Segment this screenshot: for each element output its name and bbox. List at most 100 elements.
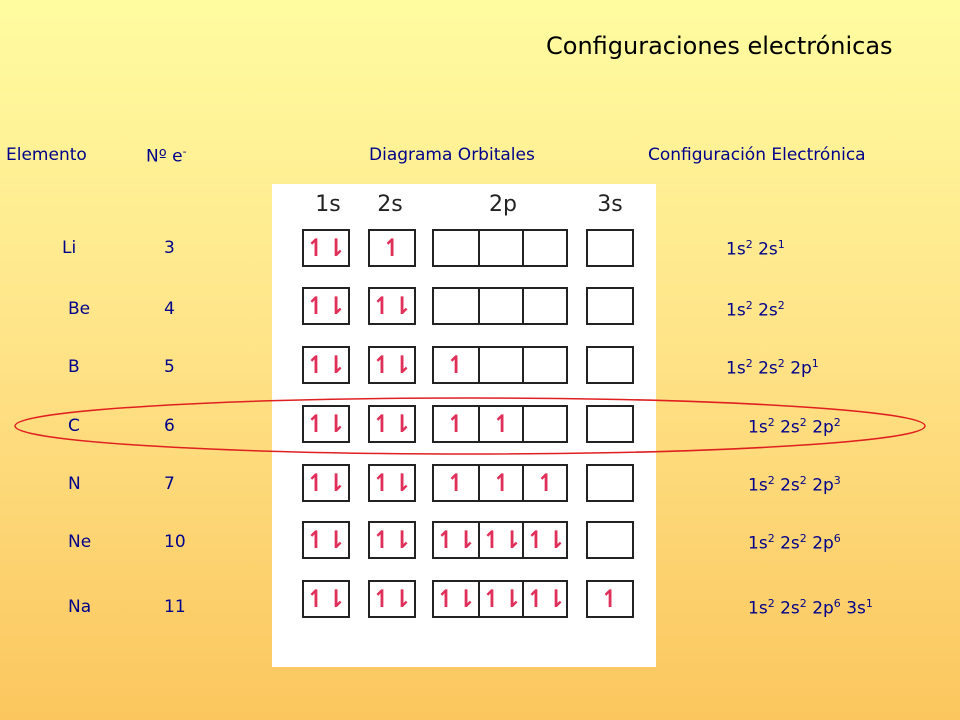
orbital-box-2s: ↿ <box>368 229 416 267</box>
electron-arrows <box>522 231 568 265</box>
orbital-box-1s: ↿⇂ <box>302 405 350 443</box>
config-occupancy: 2 <box>745 238 753 251</box>
config-occupancy: 2 <box>799 597 807 610</box>
config-orbital: 1s <box>748 475 768 496</box>
orbital-box-3s <box>586 405 634 443</box>
electron-arrows: ↿ <box>445 351 467 379</box>
orbital-box-1s: ↿⇂ <box>302 287 350 325</box>
electron-arrows <box>588 466 632 500</box>
orbital-label-2s: 2s <box>377 192 403 217</box>
electron-arrows <box>478 348 524 382</box>
config-orbital: 2p <box>790 358 812 379</box>
electron-configuration: 1s2 2s2 2p3 <box>748 474 841 496</box>
orbital-box-2p: ↿↿ <box>432 405 568 443</box>
electron-arrows <box>478 289 524 323</box>
orbital-box-2p <box>432 287 568 325</box>
electron-arrows <box>588 231 632 265</box>
electron-arrows: ↿⇂ <box>478 582 524 616</box>
config-orbital: 2p <box>812 475 834 496</box>
orbital-box-2s: ↿⇂ <box>368 346 416 384</box>
header-diagram: Diagrama Orbitales <box>369 145 535 165</box>
electron-arrows: ↿⇂ <box>371 351 413 379</box>
config-occupancy: 2 <box>767 532 775 545</box>
electron-count: 11 <box>164 597 186 617</box>
orbital-box-2p: ↿ <box>432 346 568 384</box>
config-occupancy: 2 <box>767 474 775 487</box>
orbital-box-1s: ↿⇂ <box>302 346 350 384</box>
electron-arrows: ↿⇂ <box>371 292 413 320</box>
orbital-box-1s: ↿⇂ <box>302 521 350 559</box>
config-orbital: 2s <box>780 533 800 554</box>
config-orbital: 2p <box>812 598 834 619</box>
electron-arrows: ↿⇂ <box>371 585 413 613</box>
orbital-label-3s: 3s <box>597 192 623 217</box>
electron-arrows: ↿⇂ <box>305 410 347 438</box>
config-occupancy: 6 <box>833 597 841 610</box>
electron-arrows: ↿⇂ <box>305 292 347 320</box>
electron-configuration: 1s2 2s2 2p6 <box>748 532 841 554</box>
header-config: Configuración Electrónica <box>648 145 866 165</box>
element-symbol: Be <box>68 299 91 319</box>
orbital-box-1s: ↿⇂ <box>302 464 350 502</box>
orbital-box-3s <box>586 287 634 325</box>
config-orbital: 2p <box>812 417 834 438</box>
electron-arrows <box>522 348 568 382</box>
header-electrons: Nº e- <box>146 145 187 167</box>
electron-arrows: ↿⇂ <box>305 585 347 613</box>
config-occupancy: 6 <box>833 532 841 545</box>
config-occupancy: 2 <box>799 532 807 545</box>
electron-arrows: ↿ <box>522 466 568 500</box>
electron-count: 3 <box>164 238 175 258</box>
config-orbital: 1s <box>726 300 746 321</box>
config-orbital: 1s <box>748 533 768 554</box>
orbital-box-2s: ↿⇂ <box>368 464 416 502</box>
config-orbital: 2s <box>780 598 800 619</box>
orbital-box-2s: ↿⇂ <box>368 405 416 443</box>
config-occupancy: 2 <box>833 416 841 429</box>
element-symbol: Na <box>68 597 92 617</box>
config-orbital: 1s <box>748 417 768 438</box>
electron-arrows: ↿ <box>599 585 621 613</box>
electron-arrows: ↿⇂ <box>522 582 568 616</box>
header-electrons-text: Nº e <box>146 146 183 167</box>
electron-configuration: 1s2 2s2 2p6 3s1 <box>748 597 873 619</box>
electron-arrows <box>434 289 478 323</box>
electron-arrows <box>522 407 568 441</box>
electron-count: 6 <box>164 416 175 436</box>
electron-configuration: 1s2 2s2 2p2 <box>748 416 841 438</box>
electron-arrows <box>588 523 632 557</box>
electron-count: 4 <box>164 299 175 319</box>
config-orbital: 2s <box>758 300 778 321</box>
orbital-box-2s: ↿⇂ <box>368 287 416 325</box>
electron-configuration: 1s2 2s2 <box>726 299 785 321</box>
page-title: Configuraciones electrónicas <box>546 32 893 60</box>
electron-count: 7 <box>164 474 175 494</box>
element-symbol: Li <box>62 238 77 258</box>
electron-configuration: 1s2 2s2 2p1 <box>726 357 819 379</box>
config-orbital: 2s <box>758 358 778 379</box>
orbital-label-2p: 2p <box>489 192 517 217</box>
electron-arrows <box>478 231 524 265</box>
config-occupancy: 2 <box>745 299 753 312</box>
config-orbital: 2s <box>780 475 800 496</box>
element-symbol: Ne <box>68 532 92 552</box>
config-orbital: 1s <box>748 598 768 619</box>
orbital-box-2s: ↿⇂ <box>368 580 416 618</box>
header-element: Elemento <box>6 145 87 165</box>
orbital-box-1s: ↿⇂ <box>302 580 350 618</box>
electron-arrows: ↿⇂ <box>435 585 477 613</box>
config-occupancy: 2 <box>777 299 785 312</box>
orbital-box-2p: ↿⇂↿⇂↿⇂ <box>432 580 568 618</box>
electron-arrows: ↿ <box>381 234 403 262</box>
orbital-box-1s: ↿⇂ <box>302 229 350 267</box>
electron-arrows: ↿⇂ <box>305 526 347 554</box>
orbital-box-3s: ↿ <box>586 580 634 618</box>
header-electrons-sup: - <box>182 145 187 158</box>
orbital-box-3s <box>586 521 634 559</box>
config-occupancy: 1 <box>777 238 785 251</box>
electron-arrows: ↿ <box>445 469 467 497</box>
orbital-box-3s <box>586 346 634 384</box>
config-occupancy: 2 <box>767 597 775 610</box>
config-orbital: 2p <box>812 533 834 554</box>
